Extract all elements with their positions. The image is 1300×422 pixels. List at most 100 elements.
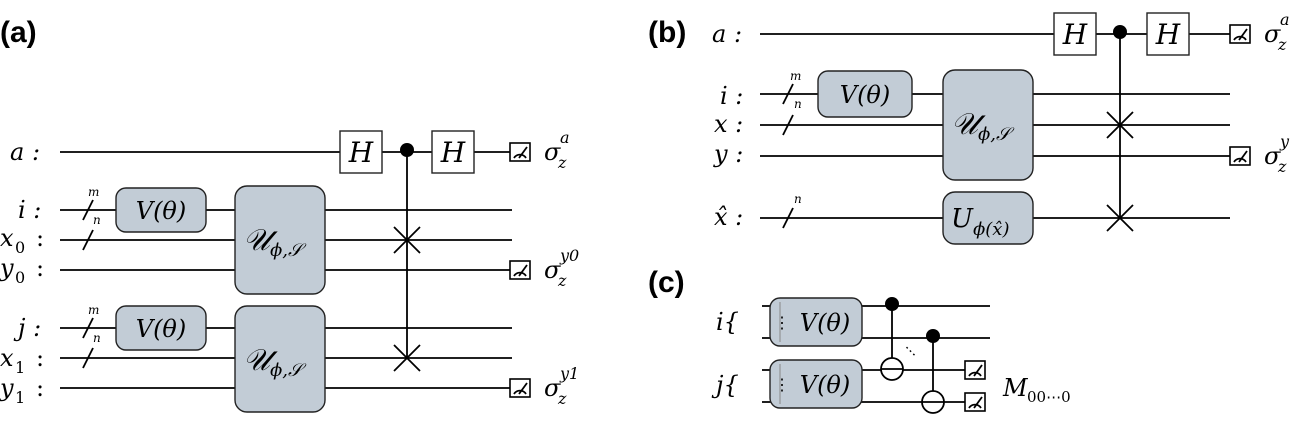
panel-c: (c) i{ j{ ⋮ V(θ) ⋮ V(θ) ⋮ [648,266,1071,414]
wire-label-i-b: i : [720,82,743,110]
svg-text:a: a [1280,10,1290,29]
hadamard-gate-b-2: H [1146,12,1190,56]
svg-text:m: m [790,69,801,83]
svg-text:y1: y1 [559,364,579,383]
svg-text:0: 0 [15,268,25,287]
svg-text:z: z [557,153,567,172]
cnot-ellipsis: ⋮ [900,341,921,362]
svg-text::: : [36,254,44,282]
wire-label-x1: x 1 : [0,344,44,377]
svg-text:m: m [88,185,99,199]
svg-text:y: y [0,254,14,282]
svg-text:V(θ): V(θ) [800,309,851,337]
hadamard-gate-b-1: H [1053,12,1097,56]
u-phi-xhat-gate: U ϕ(x̂) [942,191,1034,245]
control-dot [400,143,414,157]
wire-label-a-b: a : [712,20,742,48]
register-label-i: i{ [716,308,739,336]
hadamard-gate-1: H [339,130,383,174]
svg-text:1: 1 [15,358,25,377]
bus-slash-i-b: m [782,69,801,105]
svg-text:ϕ,𝒮: ϕ,𝒮 [978,124,1015,145]
controlled-swap [393,143,421,372]
swap-cross-b-2 [1106,204,1134,232]
svg-text:y0: y0 [559,246,579,265]
svg-text:H: H [1062,18,1088,51]
svg-text:σ: σ [1264,142,1281,170]
measurement-result-label: M 00⋯0 [1002,374,1071,406]
u-phi-s-gate-b: 𝒰 ϕ,𝒮 [942,69,1034,181]
panel-b-label: (b) [648,16,686,49]
wire-label-x0: x 0 : [0,224,44,257]
bus-slash-i: m [82,185,99,221]
panel-c-label: (c) [648,266,685,299]
svg-text:σ: σ [544,138,561,166]
panel-a-label: (a) [0,16,37,49]
svg-text:σ: σ [1264,20,1281,48]
svg-text:y: y [0,374,14,402]
svg-text:σ: σ [544,374,561,402]
bus-slash-x1: n [82,331,101,369]
v-theta-gate-c-2: ⋮ V(θ) [769,359,863,409]
wire-label-y1: y 1 : [0,374,44,407]
control-dot-b [1113,25,1127,39]
svg-text:n: n [794,97,802,111]
panel-a: (a) a : i : x 0 : y 0 : j : x 1 : y 1 : [0,16,579,413]
svg-text:H: H [348,136,374,169]
svg-text:σ: σ [544,256,561,284]
cnot-control-dot-2 [926,329,940,343]
controlled-swap-b [1106,25,1134,232]
svg-text:1: 1 [15,388,25,407]
svg-text::: : [36,344,44,372]
wire-label-i: i : [18,196,41,224]
measurement-a: σ z a [509,128,570,172]
wire-label-a: a : [10,138,40,166]
measurement-y1: σ z y1 [509,364,579,408]
swap-cross-1 [393,226,421,254]
measurement-y0: σ z y0 [509,246,579,290]
cnot-gate-1 [880,297,904,381]
panel-b: (b) a : i : x : y : x̂ : m n n V(θ) [648,10,1290,245]
wire-label-y0: y 0 : [0,254,44,287]
svg-text::: : [36,224,44,252]
svg-text:U: U [951,204,974,234]
swap-cross-b-1 [1106,111,1134,139]
wire-label-x-b: x : [714,110,743,138]
wire-label-xhat-b: x̂ : [714,203,743,231]
bus-slash-x-b: n [782,97,802,136]
svg-text:ϕ(x̂): ϕ(x̂) [973,219,1009,240]
svg-text:0: 0 [15,238,25,257]
svg-text:V(θ): V(θ) [136,315,187,343]
wire-label-j: j : [13,314,41,342]
svg-text:x: x [0,344,14,372]
svg-text:⋮: ⋮ [774,375,790,394]
svg-text:V(θ): V(θ) [800,371,851,399]
svg-text:V(θ): V(θ) [136,197,187,225]
u-phi-s-gate-1: 𝒰 ϕ,𝒮 [234,185,326,295]
svg-text:H: H [1155,18,1181,51]
measurement-c-1 [964,360,986,380]
bus-slash-j: m [82,303,99,339]
svg-text:n: n [93,331,101,345]
u-phi-s-gate-2: 𝒰 ϕ,𝒮 [234,305,326,413]
cnot-control-dot-1 [885,297,899,311]
svg-text:y: y [1279,132,1290,151]
svg-text:V(θ): V(θ) [840,81,891,109]
measurement-c-2 [964,392,986,412]
svg-text:M: M [1002,374,1029,402]
svg-text:z: z [557,389,567,408]
bus-slash-xhat-b: n [782,192,802,229]
wire-label-y-b: y : [713,140,743,168]
svg-text:n: n [93,213,101,227]
swap-cross-2 [393,344,421,372]
measurement-a-b: σ z a [1229,10,1290,54]
v-theta-gate-b: V(θ) [817,70,913,118]
svg-text:n: n [794,192,802,206]
svg-text:ϕ,𝒮: ϕ,𝒮 [270,360,307,381]
svg-text:z: z [557,271,567,290]
v-theta-gate-2: V(θ) [115,305,207,351]
cnot-gate-2 [921,329,945,414]
svg-text:00⋯0: 00⋯0 [1027,388,1071,406]
svg-text:m: m [88,303,99,317]
